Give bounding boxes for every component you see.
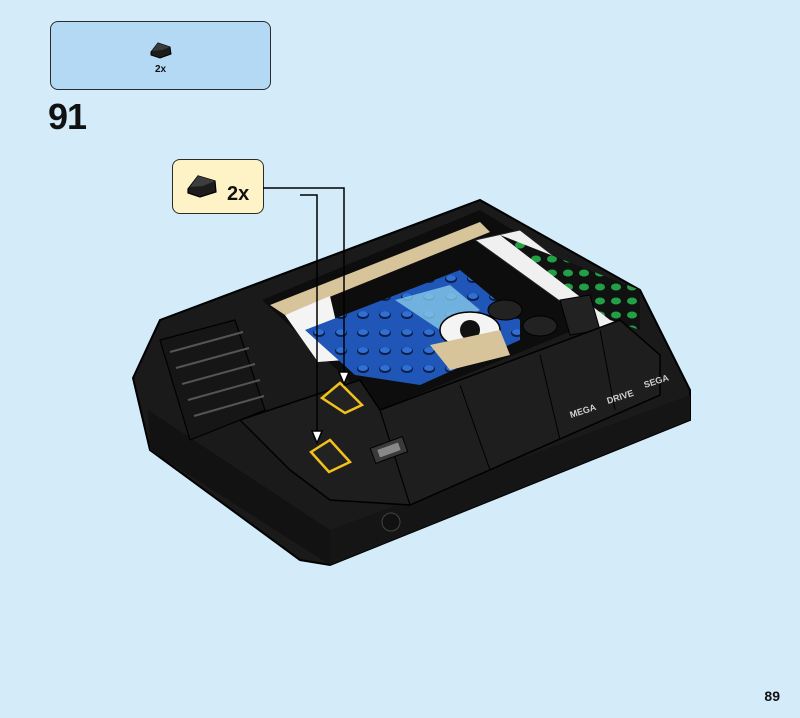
highlighted-new-pieces xyxy=(309,381,365,474)
callout-quantity: 2x xyxy=(227,183,250,205)
page-number: 89 xyxy=(764,688,780,704)
console-cavity xyxy=(262,210,640,410)
parts-quantity: 2x xyxy=(154,64,167,75)
slope-brick-icon xyxy=(187,175,217,198)
callout-leader-lines xyxy=(263,187,351,445)
left-vent-grille xyxy=(159,319,266,441)
step-number: 91 xyxy=(48,96,87,137)
slope-brick-icon xyxy=(150,42,172,59)
callout-box: 2x xyxy=(172,159,264,214)
parts-list-box: 2x xyxy=(50,21,271,90)
